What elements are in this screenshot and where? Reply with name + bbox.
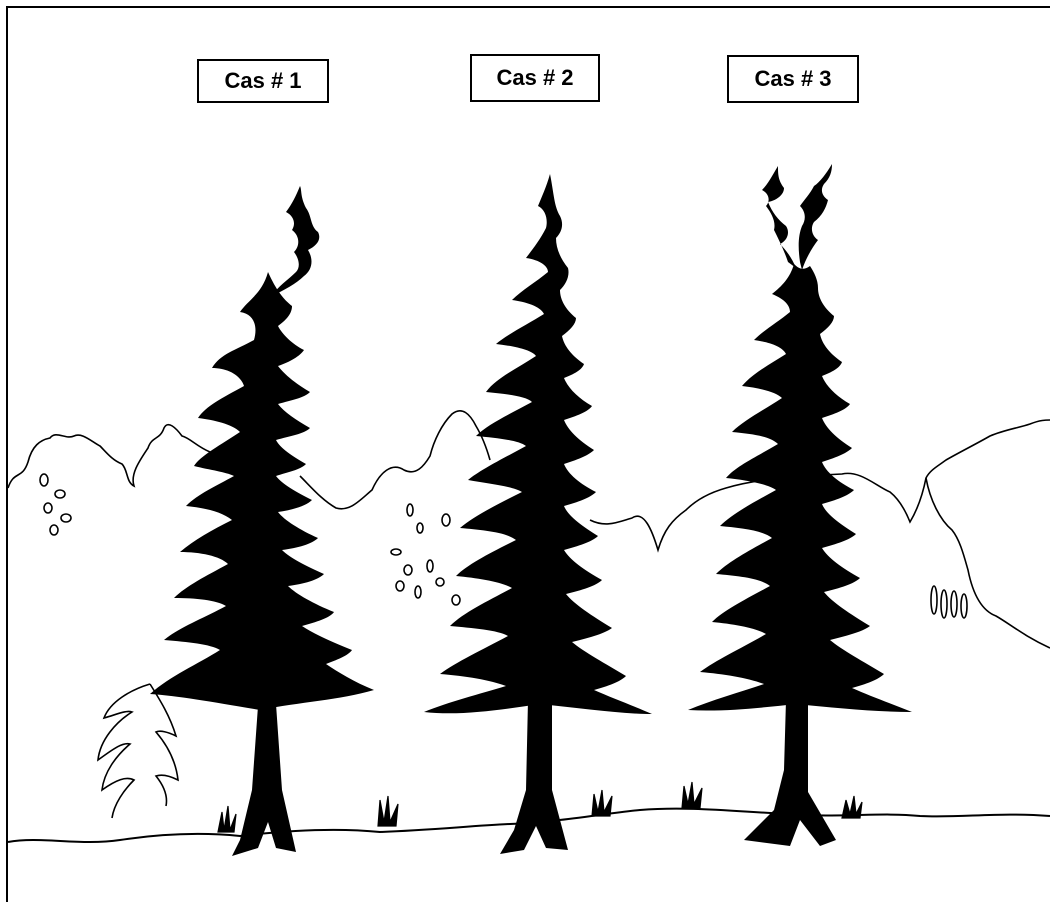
tree-3-trunk — [744, 698, 836, 846]
tree-3-right-leader — [798, 164, 832, 270]
tree-case-2 — [424, 174, 652, 854]
shrub-line-middle — [299, 410, 491, 510]
tree-case-1 — [150, 186, 374, 856]
grass-tuft — [841, 795, 863, 819]
tree-1-trunk — [232, 704, 296, 856]
tree-1-crown — [150, 272, 374, 710]
grass-tuft — [681, 781, 703, 809]
tree-3-crown — [688, 264, 912, 712]
grass-tuft — [377, 795, 399, 827]
shrub-line-right — [589, 419, 1050, 553]
frame-border — [6, 6, 1050, 907]
grass-tufts — [217, 781, 863, 833]
case-1-label: Cas # 1 — [197, 59, 329, 103]
young-tree-outline — [97, 683, 179, 819]
case-3-label: Cas # 3 — [727, 55, 859, 103]
tree-2-crown — [424, 174, 652, 714]
tree-3-left-leader — [762, 166, 796, 268]
shrub-line-left — [7, 423, 261, 489]
grass-tuft — [217, 805, 237, 833]
shrub-line-far-right — [925, 477, 1050, 649]
tree-1-bent-leader — [272, 186, 320, 296]
case-2-label: Cas # 2 — [470, 54, 600, 102]
background-shrubs — [7, 410, 1050, 819]
tree-case-3 — [688, 164, 912, 846]
grass-tuft — [591, 789, 613, 817]
tree-2-trunk — [500, 698, 568, 854]
